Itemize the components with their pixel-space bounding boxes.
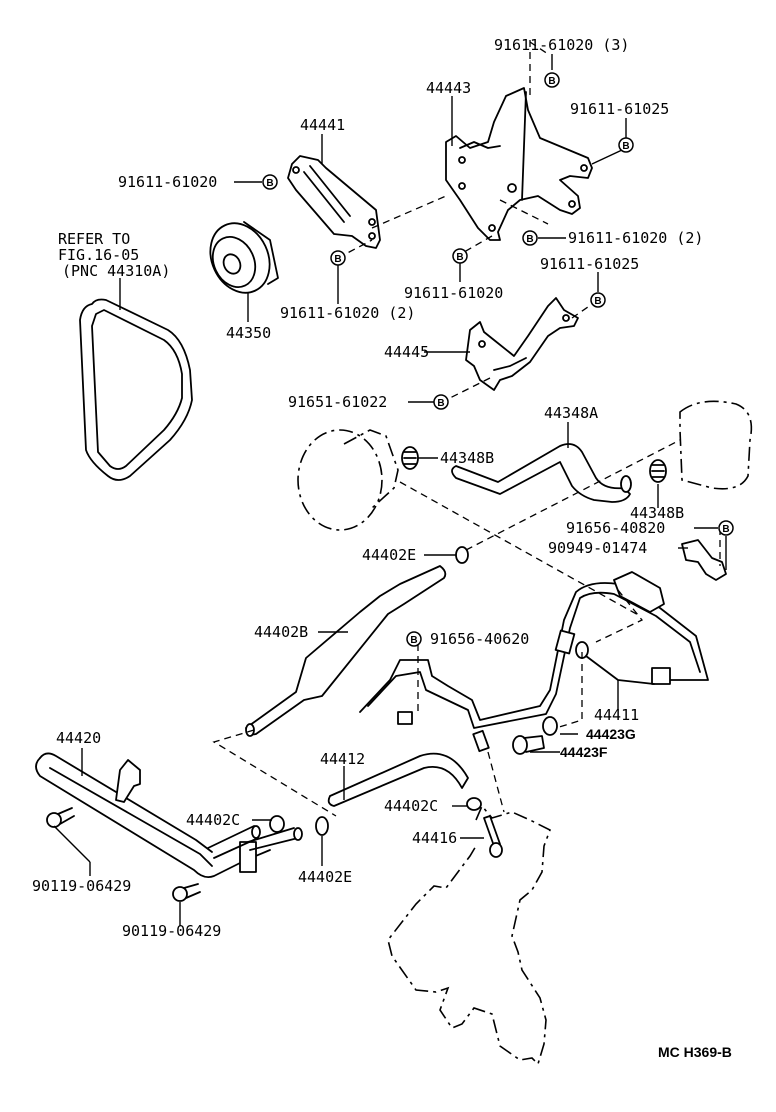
label-44412[interactable]: 44412 — [320, 750, 365, 768]
pressure-tube-44411[interactable] — [359, 571, 709, 729]
bolt-markers: B B B B B B B B B B — [262, 72, 734, 647]
bolt-marker-b: B — [406, 631, 422, 647]
label-91611-61025-b[interactable]: 91611-61025 — [540, 255, 639, 273]
label-91611-61025-a[interactable]: 91611-61025 — [570, 100, 669, 118]
hose-44402B[interactable] — [245, 565, 447, 737]
svg-text:B: B — [266, 178, 273, 189]
refer-note-line1: REFER TO — [58, 230, 130, 248]
label-91656-40820[interactable]: 91656-40820 — [566, 519, 665, 537]
svg-text:B: B — [437, 398, 444, 409]
reservoir-ghost — [679, 400, 753, 490]
union-44416[interactable] — [483, 815, 503, 858]
bolt-marker-b: B — [718, 520, 734, 536]
label-44402B[interactable]: 44402B — [254, 623, 308, 641]
bolt-90119-06429-b[interactable] — [172, 883, 201, 902]
idler-pulley-44350[interactable] — [199, 214, 280, 303]
label-44416[interactable]: 44416 — [412, 829, 457, 847]
clamp-90949-01474[interactable] — [681, 539, 727, 581]
bolt-90119-06429-a[interactable] — [46, 807, 75, 828]
label-90949-01474[interactable]: 90949-01474 — [548, 539, 647, 557]
label-44441[interactable]: 44441 — [300, 116, 345, 134]
label-44348A[interactable]: 44348A — [544, 404, 598, 422]
label-44402C-right[interactable]: 44402C — [384, 797, 438, 815]
svg-text:B: B — [622, 141, 629, 152]
svg-text:B: B — [548, 76, 555, 87]
bracket-44443[interactable] — [445, 87, 593, 241]
bolt-marker-b: B — [522, 230, 538, 246]
svg-text:B: B — [334, 254, 341, 265]
v-belt-ref-44310A[interactable] — [79, 298, 193, 481]
label-44402E-bottom[interactable]: 44402E — [298, 868, 352, 886]
bracket-44441[interactable] — [287, 155, 381, 249]
refer-note-line2: FIG.16-05 — [58, 246, 139, 264]
label-44443[interactable]: 44443 — [426, 79, 471, 97]
part-labels: 91611-61020 (3) 44443 91611-61025 44441 … — [32, 36, 732, 1060]
label-91651-61022[interactable]: 91651-61022 — [288, 393, 387, 411]
label-44348B-right[interactable]: 44348B — [630, 504, 684, 522]
label-44402E-top[interactable]: 44402E — [362, 546, 416, 564]
hose-44412[interactable] — [327, 752, 469, 807]
label-44420[interactable]: 44420 — [56, 729, 101, 747]
tube-fitting — [472, 729, 490, 753]
bolt-marker-b: B — [452, 248, 468, 264]
label-44411[interactable]: 44411 — [594, 706, 639, 724]
oil-cooler-44420[interactable] — [35, 752, 303, 879]
bracket-44445[interactable] — [465, 297, 579, 391]
leader-lines — [53, 54, 727, 926]
bolt-marker-b: B — [330, 250, 346, 266]
label-44348B-left[interactable]: 44348B — [440, 449, 494, 467]
bolt-marker-b: B — [590, 292, 606, 308]
bolt-marker-b: B — [262, 174, 278, 190]
label-44402C-left[interactable]: 44402C — [186, 811, 240, 829]
label-91611-61020-left[interactable]: 91611-61020 — [118, 173, 217, 191]
label-44350[interactable]: 44350 — [226, 324, 271, 342]
label-91656-40620[interactable]: 91656-40620 — [430, 630, 529, 648]
phantom-lines — [212, 40, 721, 817]
clip-44402C-right[interactable] — [466, 797, 482, 811]
bolt-marker-b: B — [618, 137, 634, 153]
svg-text:B: B — [722, 524, 729, 535]
return-hose-44348A[interactable] — [451, 443, 632, 503]
bolt-marker-b: B — [433, 394, 449, 410]
label-91611-61020-mid[interactable]: 91611-61020 — [404, 284, 503, 302]
refer-note-line3[interactable]: (PNC 44310A) — [62, 262, 170, 280]
hose-clamp-44348B-right[interactable] — [649, 459, 667, 483]
label-91611-61020-x2-right[interactable]: 91611-61020 (2) — [568, 229, 703, 247]
label-44423G[interactable]: 44423G — [586, 726, 636, 742]
label-44445[interactable]: 44445 — [384, 343, 429, 361]
gasket-44423G[interactable] — [542, 716, 558, 736]
svg-text:B: B — [526, 234, 533, 245]
svg-text:B: B — [456, 252, 463, 263]
bolt-marker-b: B — [544, 72, 560, 88]
steering-gear-housing-ghost — [387, 804, 552, 1066]
figure-code: MC H369-B — [658, 1044, 732, 1060]
label-90119-06429-b[interactable]: 90119-06429 — [122, 922, 221, 940]
svg-text:B: B — [594, 296, 601, 307]
label-90119-06429-a[interactable]: 90119-06429 — [32, 877, 131, 895]
clip-44402E-bottom[interactable] — [315, 816, 329, 836]
hose-clamp-44348B-left[interactable] — [401, 446, 419, 470]
svg-text:B: B — [410, 635, 417, 646]
vane-pump-ghost — [297, 429, 399, 531]
clip-44402C-left[interactable] — [269, 815, 285, 833]
label-44423F[interactable]: 44423F — [560, 744, 608, 760]
union-bolt-44423F[interactable] — [512, 735, 545, 755]
label-91611-61020-x3[interactable]: 91611-61020 (3) — [494, 36, 629, 54]
label-91611-61020-x2-left[interactable]: 91611-61020 (2) — [280, 304, 415, 322]
